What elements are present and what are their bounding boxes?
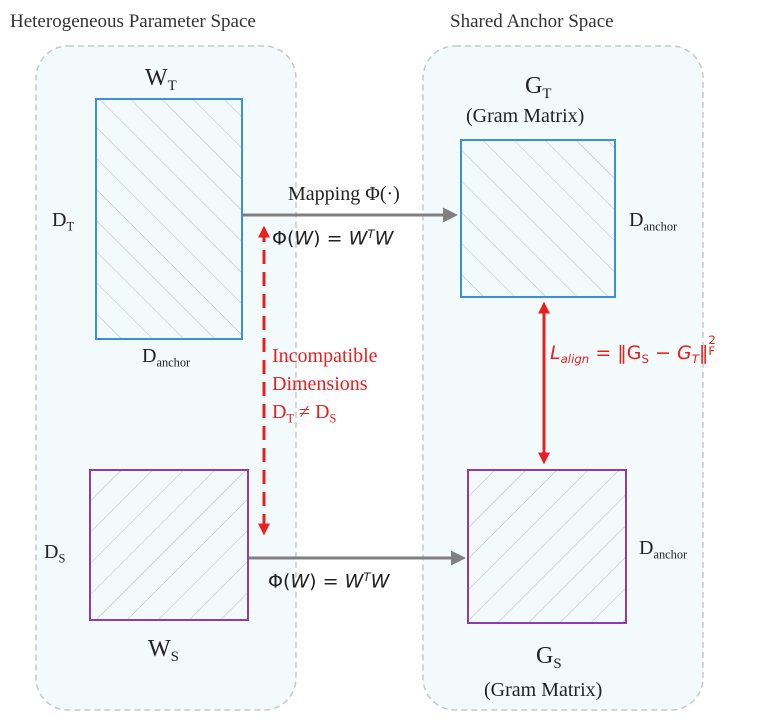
left-panel-title: Heterogeneous Parameter Space <box>10 11 256 32</box>
student-weight-matrix <box>89 469 249 621</box>
loss-eq-norm-open: = ‖G <box>589 342 642 364</box>
formula-bottom-eq: ) = <box>309 570 345 593</box>
teacher-weight-subscript: T <box>167 78 177 95</box>
formula-bottom-w2: W <box>370 570 390 593</box>
teacher-gram-subscript: T <box>542 86 552 103</box>
student-gram-matrix <box>467 469 627 624</box>
loss-norm-close: ‖ <box>698 342 709 364</box>
student-gram-dim-symbol: D <box>639 537 654 559</box>
formula-bottom-w: W <box>344 570 364 593</box>
loss-symbol: L <box>550 342 561 364</box>
teacher-col-dim: Danchor <box>142 346 190 369</box>
teacher-row-dim-subscript: T <box>66 219 75 234</box>
formula-top-sup: T <box>367 227 375 241</box>
incompatible-dt: D <box>272 401 287 423</box>
mapping-label: Mapping Φ(·) <box>288 183 400 205</box>
student-gram-label: GS <box>536 644 562 672</box>
formula-bottom-var: W <box>290 570 310 593</box>
right-panel-title: Shared Anchor Space <box>450 11 614 32</box>
student-weight-label: WS <box>148 637 179 665</box>
mapping-formula-top: Φ(W) = WTW <box>272 227 394 250</box>
formula-top-var: W <box>294 227 314 250</box>
mapping-formula-bottom: Φ(W) = WTW <box>268 570 390 593</box>
formula-top-eq: ) = <box>313 227 349 250</box>
teacher-col-dim-symbol: D <box>142 345 157 367</box>
teacher-gram-caption: (Gram Matrix) <box>466 105 585 127</box>
teacher-row-dim: DT <box>52 210 74 233</box>
incompatible-line1: Incompatible <box>272 345 378 367</box>
student-gram-dim-subscript: anchor <box>653 547 688 562</box>
student-gram-symbol: G <box>536 643 554 669</box>
student-gram-dim: Danchor <box>639 538 687 561</box>
loss-subscript: align <box>560 352 590 367</box>
student-row-dim-subscript: S <box>58 551 66 566</box>
teacher-col-dim-subscript: anchor <box>156 355 191 370</box>
teacher-gram-matrix <box>460 139 616 298</box>
student-weight-symbol: W <box>148 636 171 662</box>
teacher-row-dim-symbol: D <box>52 209 67 231</box>
incompatible-dt-sub: T <box>286 411 295 426</box>
loss-gt-subscript: T <box>691 352 699 367</box>
formula-top-lhs: Φ( <box>272 227 295 250</box>
loss-norm-sup: 2 <box>708 332 716 347</box>
loss-norm-sub: F <box>708 344 716 359</box>
teacher-weight-label: WT <box>145 66 177 94</box>
loss-gs-subscript: S <box>641 352 649 367</box>
teacher-gram-symbol: G <box>525 73 543 99</box>
formula-top-w: W <box>348 227 368 250</box>
loss-gt-symbol: G <box>676 342 692 364</box>
incompatible-neq: ≠ D <box>294 401 330 423</box>
formula-bottom-sup: T <box>363 570 371 584</box>
student-gram-caption: (Gram Matrix) <box>484 679 603 701</box>
incompatible-line3: DT ≠ DS <box>272 402 336 425</box>
teacher-weight-symbol: W <box>145 65 168 91</box>
teacher-gram-dim: Danchor <box>629 210 677 233</box>
student-gram-subscript: S <box>553 656 562 673</box>
student-row-dim-symbol: D <box>44 541 59 563</box>
teacher-gram-label: GT <box>525 74 551 102</box>
student-weight-subscript: S <box>170 649 179 666</box>
teacher-gram-dim-symbol: D <box>629 209 644 231</box>
teacher-weight-matrix <box>95 98 243 340</box>
loss-minus: − <box>648 342 677 364</box>
incompatible-ds-sub: S <box>329 411 337 426</box>
formula-top-w2: W <box>374 227 394 250</box>
student-row-dim: DS <box>44 542 65 565</box>
formula-bottom-lhs: Φ( <box>268 570 291 593</box>
teacher-gram-dim-subscript: anchor <box>643 219 678 234</box>
incompatible-line2: Dimensions <box>272 373 368 395</box>
